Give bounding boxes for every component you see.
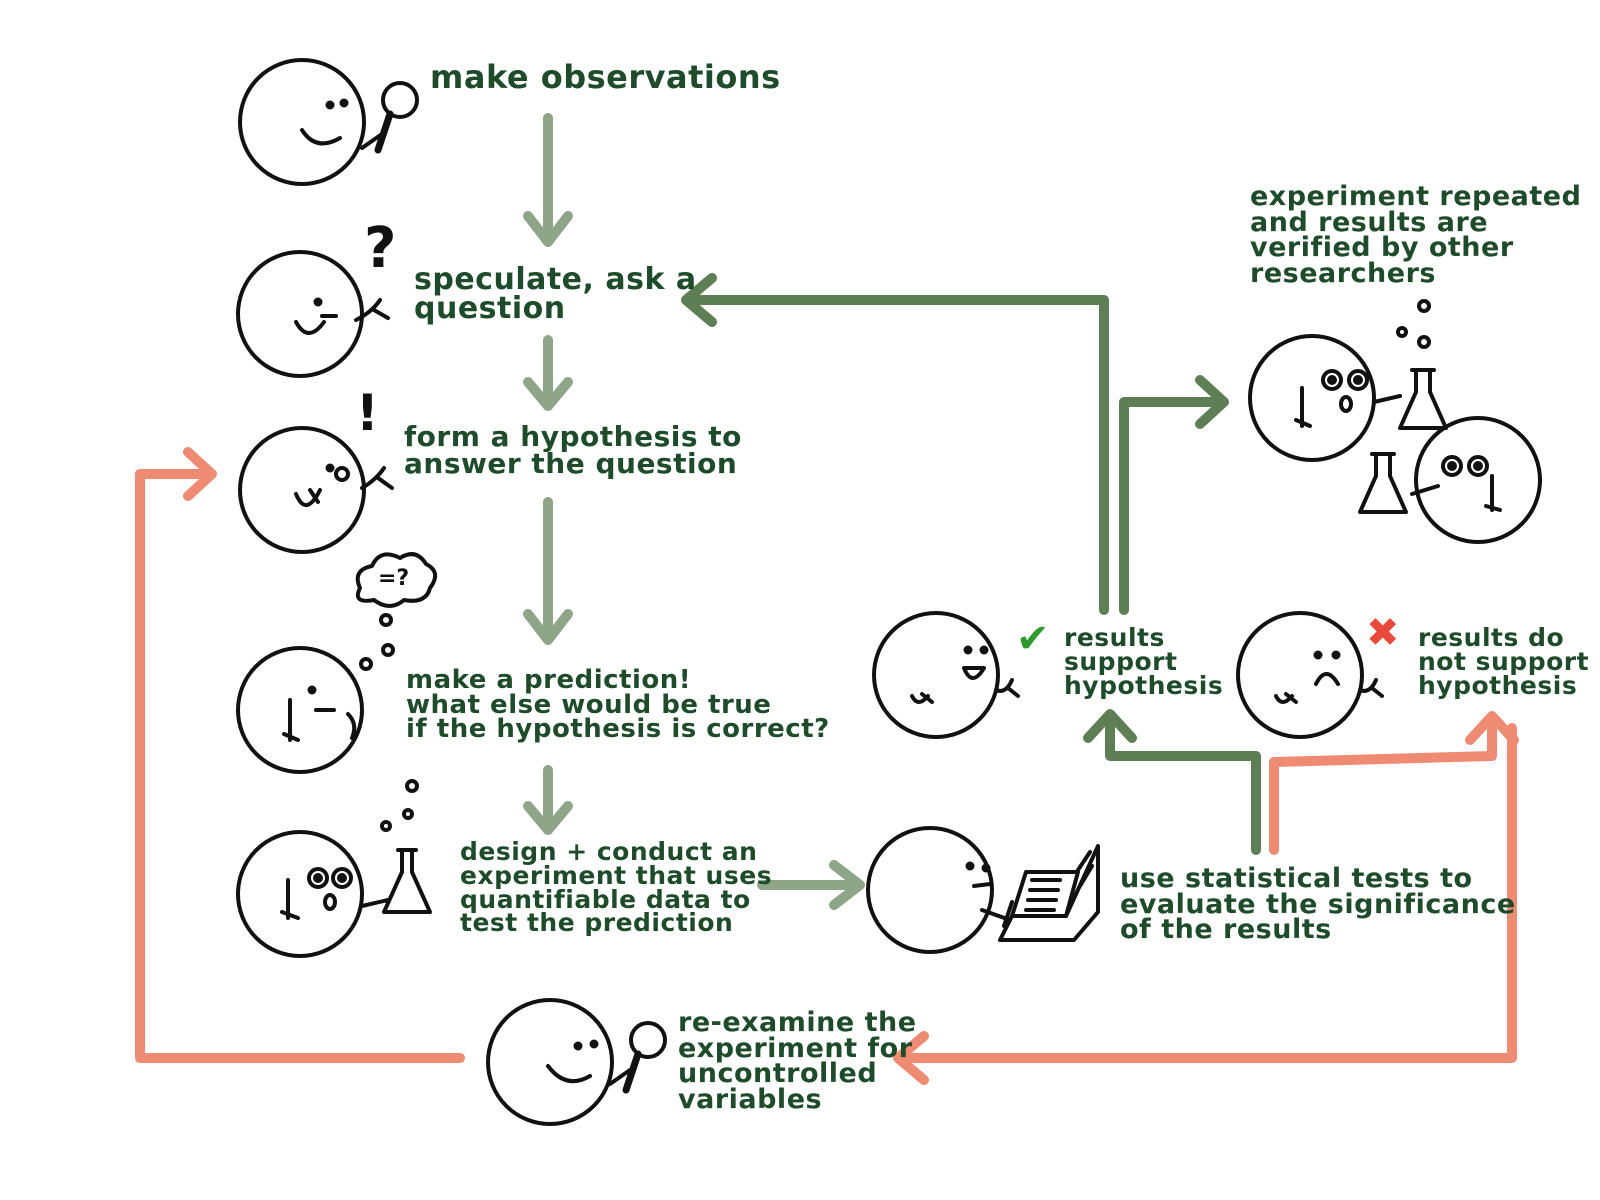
arrow-support-to-question (681, 273, 1109, 615)
character-observe (238, 58, 419, 186)
label-hypothesis: form a hypothesis to answer the question (404, 420, 742, 480)
character-experiment (236, 779, 432, 958)
arrow-statistics-to-support (1083, 709, 1261, 855)
label-statistics: use statistical tests to evaluate the si… (1120, 863, 1516, 946)
label-results-no-support: results do not support hypothesis (1418, 623, 1590, 700)
label-line: variables (678, 1083, 823, 1115)
label-line: re-examine the (678, 1007, 917, 1038)
label-line: evaluate the significance (1120, 888, 1516, 920)
label-experiment: design + conduct an experiment that uses… (460, 837, 773, 938)
label-line: of the results (1120, 914, 1332, 946)
checkmark-icon: ✔ (1016, 616, 1050, 662)
label-reexamine: re-examine the experiment for uncontroll… (678, 1007, 917, 1115)
flask-icon (382, 848, 432, 914)
arrow-no-support-to-reexamine (893, 723, 1517, 1085)
character-hypothesis (238, 426, 394, 554)
arrow-experiment-to-statistics (757, 860, 865, 910)
exclamation-icon: ! (356, 384, 379, 442)
thought-bubble-text: =? (378, 566, 410, 591)
label-line: answer the question (404, 446, 738, 480)
arrow-reexamine-to-hypothesis (135, 447, 465, 1063)
flask-icon (1358, 452, 1408, 514)
label-line: experiment that uses (460, 860, 773, 890)
label-line: test the prediction (460, 908, 734, 938)
label-line: speculate, ask a (414, 262, 697, 297)
arrow-observe-to-question (523, 113, 573, 247)
question-mark-icon: ? (364, 216, 397, 281)
character-verified-right (1358, 416, 1542, 544)
label-line: make a prediction! (406, 665, 692, 695)
arrow-prediction-to-experiment (523, 765, 573, 835)
flask-icon (1398, 368, 1448, 430)
arrow-support-to-verified (1119, 375, 1229, 615)
thought-bubble-icon (355, 552, 438, 608)
character-support (872, 611, 1020, 739)
label-speculate: speculate, ask a question (414, 262, 697, 326)
label-line: make observations (430, 58, 781, 96)
label-line: what else would be true (406, 689, 772, 720)
laptop-icon (998, 844, 1100, 942)
cross-icon: ✖ (1366, 610, 1400, 656)
label-line: and results are (1250, 206, 1489, 238)
label-line: form a hypothesis to (404, 420, 742, 453)
label-line: quantifiable data to (460, 884, 751, 914)
character-no-support (1236, 611, 1384, 739)
label-line: uncontrolled (678, 1058, 878, 1090)
arrow-hypothesis-to-prediction (523, 497, 573, 645)
magnifier-icon (374, 81, 419, 154)
character-statistics (866, 826, 1100, 954)
label-line: hypothesis (1418, 670, 1578, 700)
label-line: experiment for (678, 1032, 913, 1064)
label-line: not support (1418, 646, 1590, 676)
character-question (236, 250, 390, 378)
arrow-statistics-to-no-support (1269, 711, 1519, 855)
label-verified: experiment repeated and results are veri… (1250, 181, 1582, 289)
character-prediction (236, 552, 438, 774)
label-line: if the hypothesis is correct? (406, 714, 830, 745)
label-line: researchers (1250, 257, 1436, 289)
arrow-question-to-hypothesis (523, 335, 573, 411)
label-line: design + conduct an (460, 837, 758, 866)
label-make-observations: make observations (430, 58, 781, 96)
label-prediction: make a prediction! what else would be tr… (406, 665, 830, 745)
character-verified-left (1248, 299, 1448, 462)
label-line: support (1064, 646, 1178, 676)
character-reexamine (486, 998, 667, 1126)
label-line: results do (1418, 623, 1565, 652)
label-line: verified by other (1250, 232, 1514, 264)
magnifier-icon (622, 1021, 667, 1094)
label-line: question (414, 290, 566, 326)
label-line: results (1064, 623, 1165, 652)
label-results-support: results support hypothesis (1064, 623, 1224, 700)
label-line: experiment repeated (1250, 181, 1582, 212)
label-line: use statistical tests to (1120, 863, 1473, 894)
label-line: hypothesis (1064, 670, 1224, 700)
